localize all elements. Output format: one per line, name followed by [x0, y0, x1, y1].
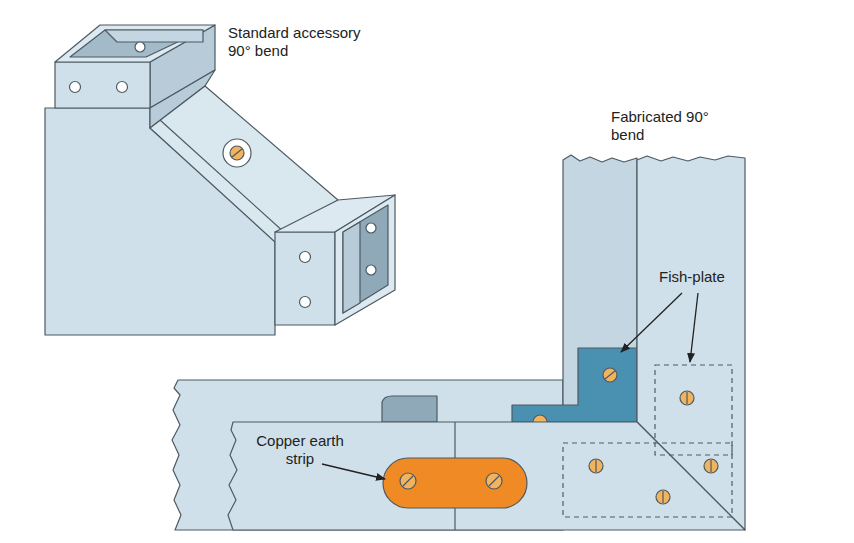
standard-bend-part: [70, 82, 81, 93]
fabricated-bend-part: [710, 460, 711, 472]
fabricated-bend-part: [605, 371, 615, 379]
standard-bend-part: [55, 62, 150, 108]
fabricated-bend-part: [382, 396, 437, 422]
fabricated-bend-part: [680, 391, 694, 405]
callout-label: Fish-plate: [659, 268, 749, 286]
standard-bend-part: [223, 139, 251, 167]
fabricated-bend-part: [228, 422, 745, 530]
standard-bend-part: [55, 25, 215, 62]
standard-bend: [45, 25, 395, 335]
illustration-part: [45, 25, 745, 530]
part-label: Fabricated 90° bend: [611, 108, 729, 144]
fabricated-bend-part: [403, 476, 413, 486]
standard-bend-part: [70, 30, 203, 57]
standard-bend-part: [300, 252, 311, 263]
callout-label: Copper earth strip: [250, 432, 350, 468]
standard-bend-part: [335, 195, 395, 325]
fabricated-bend-part: [489, 476, 499, 486]
fabricated-bend-part: [486, 473, 502, 489]
fabricated-bend-part: [512, 348, 637, 422]
standard-bend-part: [366, 265, 376, 275]
fabricated-bend-part: [563, 443, 732, 517]
standard-bend-part: [275, 232, 335, 325]
fabricated-bend-part: [589, 459, 603, 473]
standard-bend-part: [45, 108, 275, 335]
fabricated-bend-part: [603, 368, 617, 382]
leader-lines: [322, 293, 698, 479]
standard-bend-part: [230, 146, 244, 160]
fabricated-bend-part: [595, 460, 596, 472]
fabricated-bend: [172, 155, 745, 530]
leader-lines-part: [621, 293, 682, 352]
standard-bend-part: [366, 223, 376, 233]
fabricated-bend-part: [686, 392, 687, 404]
standard-bend-part: [160, 120, 285, 233]
standard-bend-part: [343, 222, 360, 313]
standard-bend-part: [232, 149, 242, 157]
leader-lines-part: [322, 464, 385, 479]
standard-bend-part: [343, 205, 388, 313]
leader-lines-part: [690, 293, 698, 362]
standard-bend-part: [105, 30, 203, 42]
fabricated-bend-part: [656, 490, 670, 504]
fabricated-bend-part: [383, 458, 527, 508]
fabricated-bend-part: [704, 459, 718, 473]
fabricated-bend-part: [662, 491, 663, 503]
standard-bend-part: [300, 297, 311, 308]
fabricated-bend-part: [400, 473, 416, 489]
fabricated-bend-part: [655, 365, 732, 455]
standard-bend-part: [117, 82, 128, 93]
standard-bend-part: [135, 42, 145, 52]
part-label: Standard accessory 90° bend: [228, 24, 378, 60]
